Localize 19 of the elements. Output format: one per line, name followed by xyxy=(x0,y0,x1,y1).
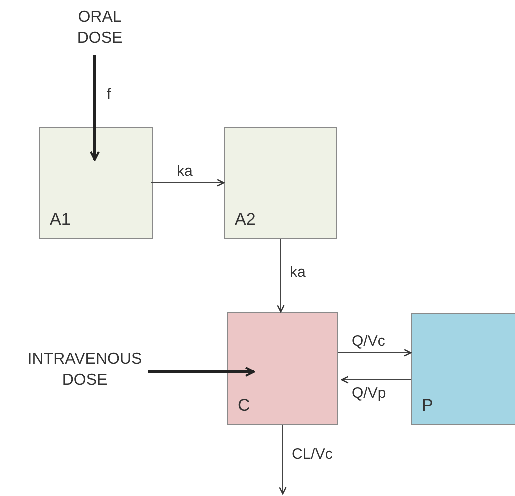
dose-label: INTRAVENOUS DOSE xyxy=(5,349,165,393)
arrow xyxy=(279,424,287,495)
compartment-label: C xyxy=(238,396,250,416)
compartment-box xyxy=(227,312,338,425)
arrow xyxy=(150,179,225,187)
compartment-box xyxy=(411,313,515,425)
compartment-label: A1 xyxy=(50,210,71,230)
compartment-label: P xyxy=(422,396,434,416)
compartment-box xyxy=(39,127,153,239)
arrow xyxy=(338,349,412,357)
compartment-label: A2 xyxy=(235,210,256,230)
compartment-box xyxy=(224,127,337,239)
arrow xyxy=(341,376,412,384)
arrow xyxy=(90,55,100,161)
rate-label: Q/Vp xyxy=(351,385,388,402)
arrow xyxy=(148,367,255,377)
arrow xyxy=(277,238,285,313)
dose-label: ORAL DOSE xyxy=(55,7,145,51)
rate-label: Q/Vc xyxy=(351,333,386,350)
